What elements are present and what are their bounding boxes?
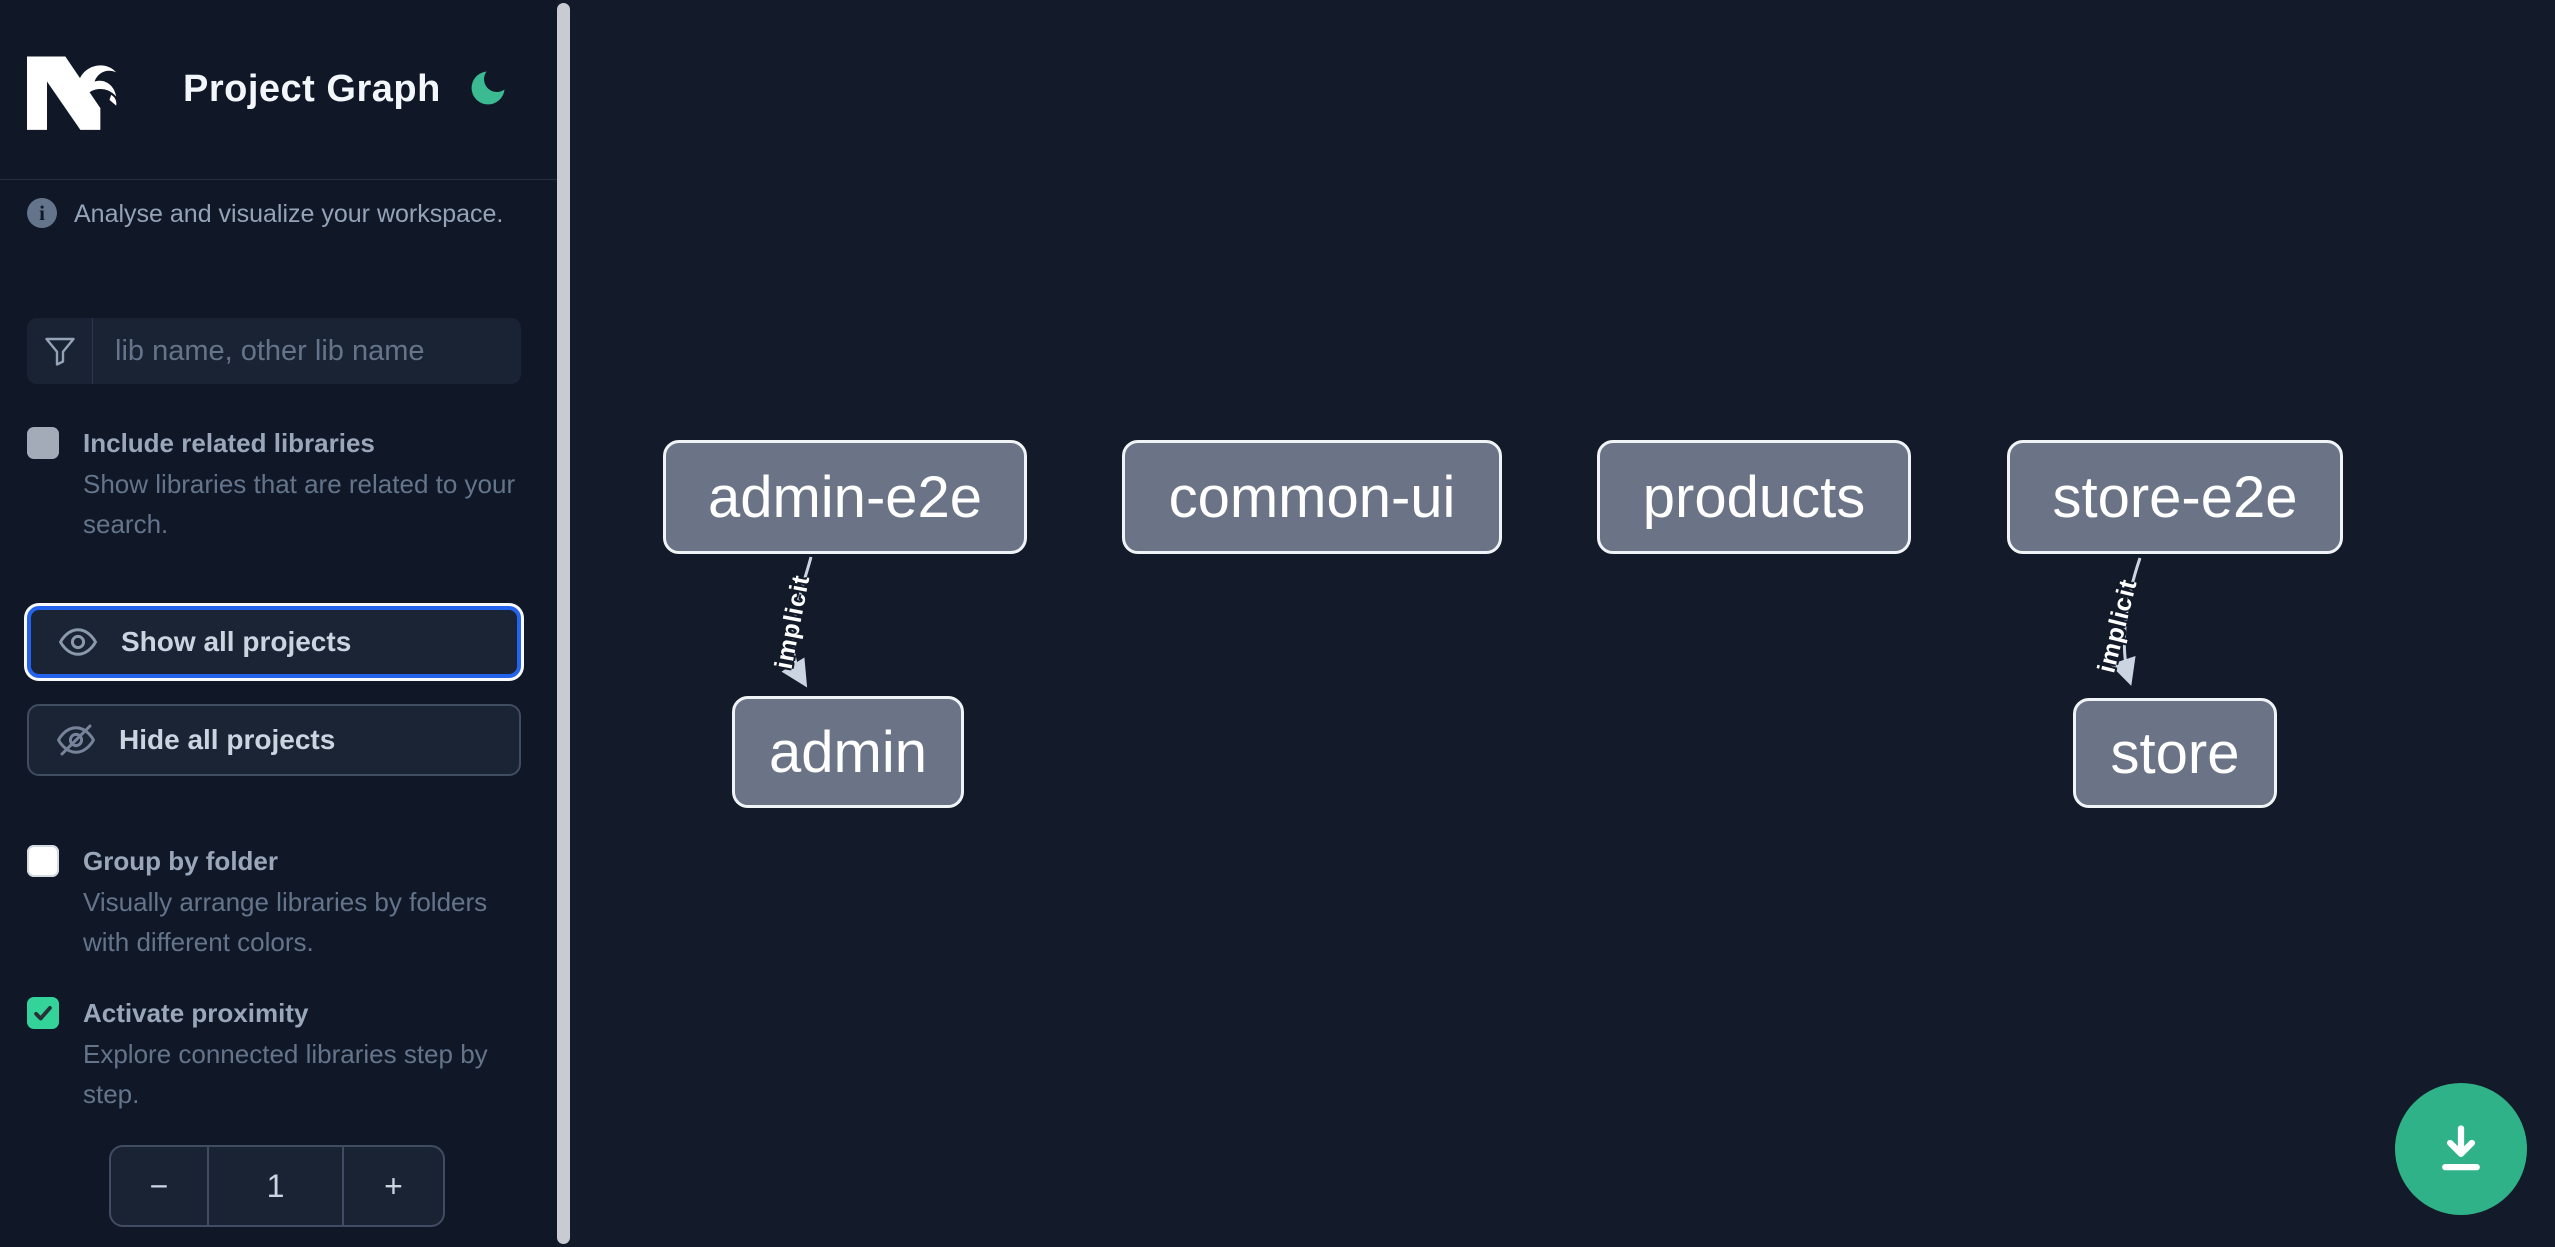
increment-button[interactable]: + — [344, 1147, 443, 1225]
project-graph-canvas[interactable]: admin-e2e common-ui products store-e2e a… — [571, 0, 2555, 1247]
moon-icon — [471, 71, 505, 104]
download-icon — [2442, 1125, 2480, 1171]
workspace-tagline: Analyse and visualize your workspace. — [74, 200, 504, 228]
checkbox-include-related[interactable] — [27, 427, 59, 459]
toggle-include-related-libraries[interactable]: Include related libraries Show libraries… — [27, 424, 532, 544]
nx-logo — [27, 56, 117, 130]
eye-icon — [59, 628, 97, 656]
sidebar: Project Graph i Analyse and visualize yo… — [0, 0, 557, 1247]
checkbox-group-by-folder[interactable] — [27, 845, 59, 877]
proximity-depth-stepper: − 1 + — [109, 1145, 445, 1227]
graph-node-store-e2e[interactable]: store-e2e — [2007, 440, 2343, 554]
search-input[interactable] — [93, 318, 521, 384]
hide-all-projects-label: Hide all projects — [119, 724, 336, 755]
download-graph-button[interactable] — [2395, 1083, 2527, 1215]
graph-node-admin-e2e[interactable]: admin-e2e — [663, 440, 1027, 554]
show-all-projects-label: Show all projects — [121, 626, 352, 657]
sidebar-scrollbar[interactable] — [557, 3, 570, 1244]
page-title: Project Graph — [183, 68, 441, 110]
graph-node-admin[interactable]: admin — [732, 696, 964, 808]
edge-admin-e2e-to-admin — [781, 556, 813, 688]
sidebar-header: Project Graph — [0, 0, 557, 180]
filter-search-box — [27, 318, 521, 384]
workspace-tagline-row: i Analyse and visualize your workspace. — [27, 196, 532, 232]
proximity-depth-value: 1 — [207, 1147, 344, 1225]
graph-node-store[interactable]: store — [2073, 698, 2277, 808]
toggle-description: Show libraries that are related to your … — [83, 469, 516, 539]
toggle-group-by-folder[interactable]: Group by folder Visually arrange librari… — [27, 842, 532, 962]
toggle-label: Group by folder — [83, 846, 278, 876]
toggle-description: Explore connected libraries step by step… — [83, 1039, 488, 1109]
toggle-label: Include related libraries — [83, 428, 375, 458]
toggle-label: Activate proximity — [83, 998, 309, 1028]
graph-node-common-ui[interactable]: common-ui — [1122, 440, 1502, 554]
decrement-button[interactable]: − — [111, 1147, 207, 1225]
toggle-description: Visually arrange libraries by folders wi… — [83, 887, 488, 957]
theme-toggle-button[interactable] — [464, 65, 512, 113]
filter-funnel-icon — [27, 318, 93, 384]
eye-off-icon — [57, 724, 95, 756]
checkbox-activate-proximity[interactable] — [27, 997, 59, 1029]
check-icon — [34, 1006, 52, 1021]
hide-all-projects-button[interactable]: Hide all projects — [27, 704, 521, 776]
graph-node-products[interactable]: products — [1597, 440, 1911, 554]
toggle-activate-proximity[interactable]: Activate proximity Explore connected lib… — [27, 994, 532, 1114]
edge-store-e2e-to-store — [2109, 557, 2142, 686]
show-all-projects-button[interactable]: Show all projects — [27, 606, 521, 678]
info-icon: i — [27, 198, 57, 228]
dependency-edges — [781, 556, 2142, 688]
